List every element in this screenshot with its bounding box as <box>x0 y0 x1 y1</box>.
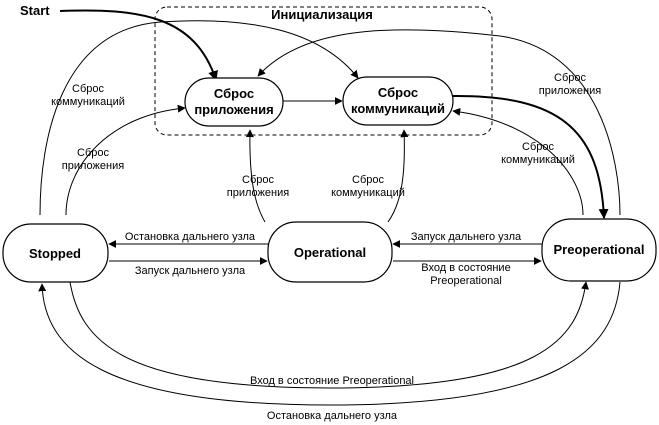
edge-pre-to-comm <box>452 107 584 216</box>
label-pre-to-comm-2: коммуникаций <box>501 154 575 166</box>
label-stopped-to-app-1: Сброс <box>77 147 109 159</box>
initialization-group <box>154 6 493 136</box>
edge-start-to-reset-app <box>59 9 218 81</box>
initialization-title: Инициализация <box>271 7 373 22</box>
label-op-to-app-1: Сброс <box>242 174 274 186</box>
label-pre-to-stopped: Остановка дальнего узла <box>267 410 398 422</box>
edge-pre-to-stopped <box>38 281 621 406</box>
edge-stopped-to-app <box>65 104 186 216</box>
node-preoperational <box>541 218 657 282</box>
label-op-to-app-2: приложения <box>227 187 289 199</box>
node-stopped-label: Stopped <box>29 246 81 261</box>
label-pre-to-app-1: Сброс <box>554 72 586 84</box>
start-label: Start <box>20 3 50 18</box>
node-operational <box>267 221 393 283</box>
node-reset-app <box>184 77 284 127</box>
label-stopped-to-pre: Вход в состояние Preoperational <box>250 375 414 387</box>
edge-op-to-app <box>245 129 266 223</box>
node-reset-comm-line2: коммуникаций <box>351 101 445 116</box>
node-operational-label: Operational <box>294 245 366 260</box>
node-reset-comm <box>342 76 454 126</box>
label-stopped-to-comm-2: коммуникаций <box>51 96 125 108</box>
edge-comm-to-pre <box>452 94 609 219</box>
node-stopped <box>2 223 109 283</box>
node-reset-comm-line1: Сброс <box>378 85 418 100</box>
label-op-to-pre-1: Вход в состояние <box>421 262 510 274</box>
label-stopped-to-op: Запуск дальнего узла <box>135 265 246 277</box>
label-op-to-pre-2: Preoperational <box>430 275 502 287</box>
label-op-to-comm-1: Сброс <box>352 174 384 186</box>
label-pre-to-comm-1: Сброс <box>522 141 554 153</box>
node-reset-app-line2: приложения <box>194 102 273 117</box>
edge-pre-to-app <box>257 29 621 216</box>
edge-stopped-to-comm <box>39 20 359 216</box>
label-pre-to-app-2: приложения <box>539 85 601 97</box>
edge-op-to-comm <box>387 129 409 223</box>
label-stopped-to-app-2: приложения <box>62 160 124 172</box>
label-op-to-comm-2: коммуникаций <box>331 187 405 199</box>
node-reset-app-line1: Сброс <box>214 86 254 101</box>
edge-stopped-to-pre <box>69 281 589 389</box>
label-op-to-stopped: Остановка дальнего узла <box>125 231 256 243</box>
label-stopped-to-comm-1: Сброс <box>72 83 104 95</box>
label-pre-to-op: Запуск дальнего узла <box>411 231 522 243</box>
node-preoperational-label: Preoperational <box>553 242 644 257</box>
